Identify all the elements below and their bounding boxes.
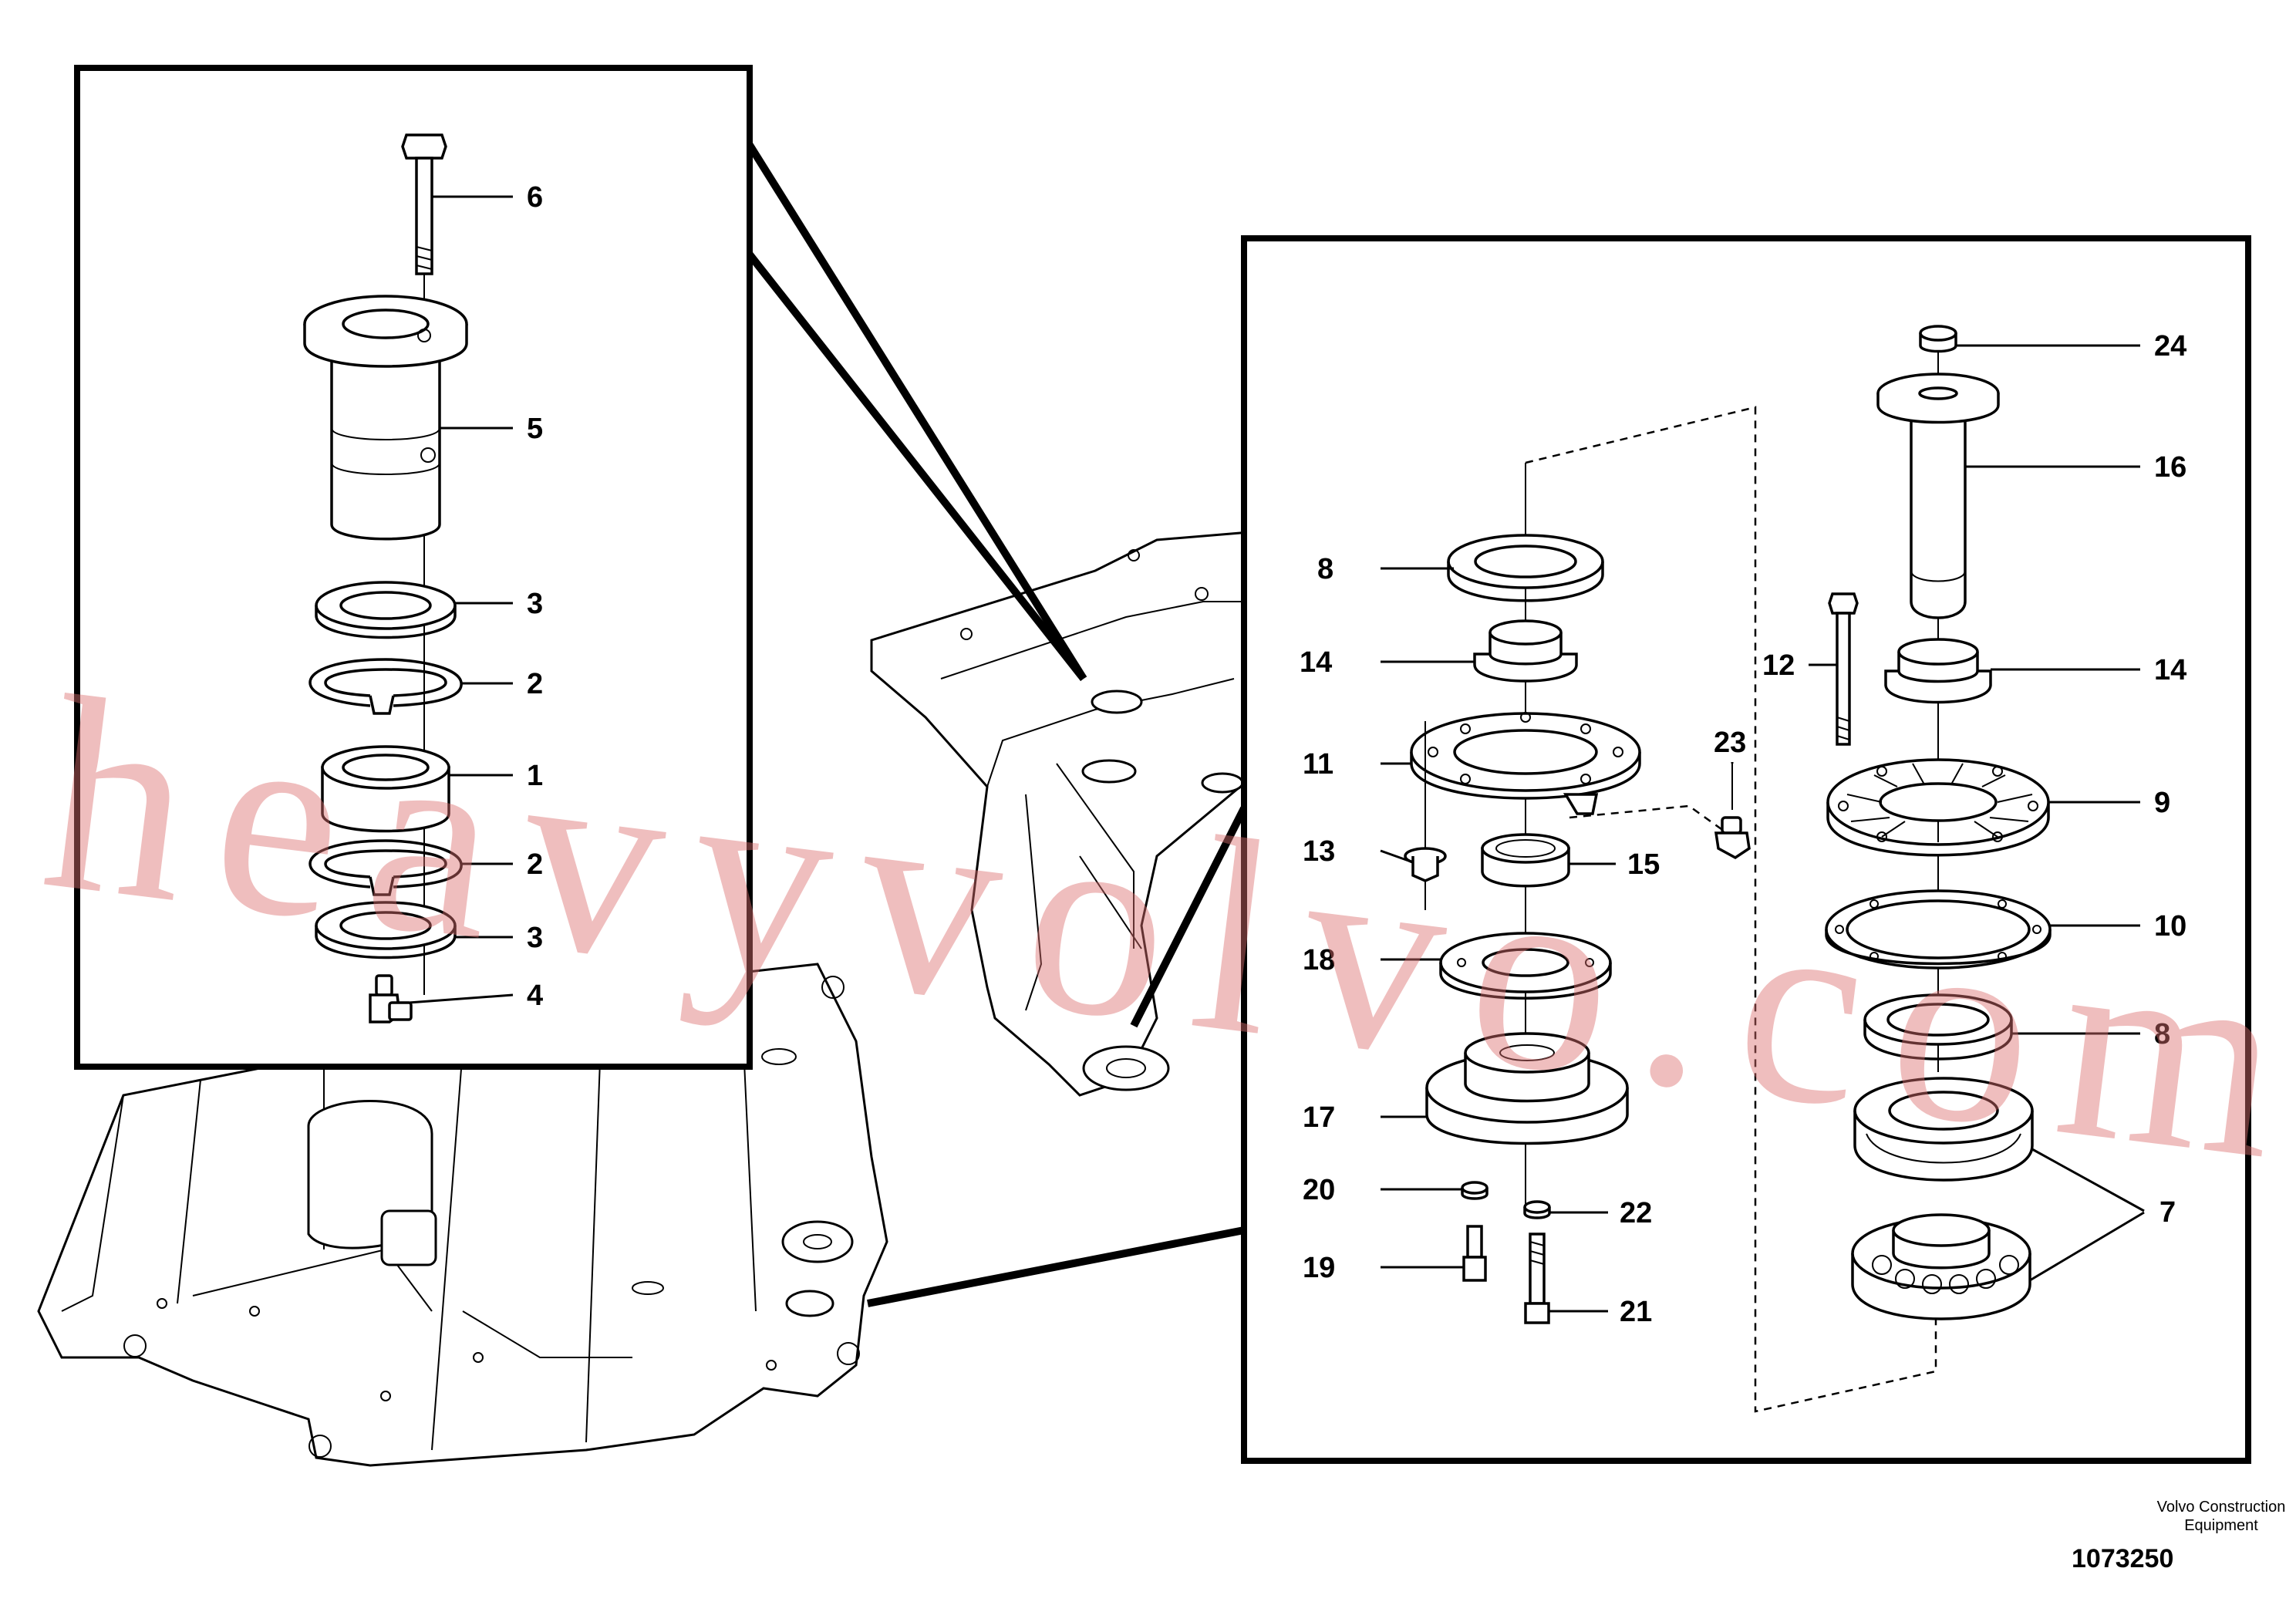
callout-18: 18 xyxy=(1303,944,1335,976)
right-detail-pointer xyxy=(867,806,1248,1307)
bolt-19 xyxy=(1462,1225,1487,1282)
callout-13: 13 xyxy=(1303,835,1335,868)
bearing-7-lower xyxy=(1851,1213,2031,1320)
seal-ring-3-lower xyxy=(315,901,457,959)
callout-11: 11 xyxy=(1303,748,1333,781)
callout-22: 22 xyxy=(1620,1197,1652,1229)
bolt-21 xyxy=(1524,1233,1550,1324)
callout-15: 15 xyxy=(1627,848,1660,881)
callout-14-left: 14 xyxy=(1300,646,1332,679)
callout-23: 23 xyxy=(1714,727,1746,759)
left-detail-pointer xyxy=(746,143,1087,682)
seal-8-left xyxy=(1447,534,1604,602)
left-callout-labels: 6 5 3 2 1 2 3 4 xyxy=(527,181,543,1012)
bushing-15 xyxy=(1481,833,1570,888)
callout-19: 19 xyxy=(1303,1252,1335,1284)
nut-13 xyxy=(1404,721,1447,910)
left-detail-box xyxy=(74,65,753,1070)
callout-12: 12 xyxy=(1762,649,1795,682)
bolt-12 xyxy=(1828,592,1859,746)
grease-fitting-4 xyxy=(369,974,413,1023)
gasket-10 xyxy=(1825,889,2052,969)
housing-17 xyxy=(1425,1032,1629,1145)
grease-nipple-23 xyxy=(1714,762,1751,860)
seal-8-right xyxy=(1863,993,2013,1061)
callout-3-upper: 3 xyxy=(527,588,543,620)
washer-20 xyxy=(1461,1181,1489,1200)
callout-21: 21 xyxy=(1620,1296,1652,1328)
bearing-race-14-left xyxy=(1473,619,1578,683)
right-callout-labels: 24 16 8 14 12 14 11 23 9 13 15 10 18 8 1… xyxy=(1300,330,2186,1328)
callout-4: 4 xyxy=(527,980,543,1012)
callout-14-right: 14 xyxy=(2154,654,2186,686)
drawing-number: 1073250 xyxy=(2072,1544,2174,1573)
callout-8-right: 8 xyxy=(2154,1018,2170,1050)
pin-bushing-16 xyxy=(1876,373,2000,619)
right-leader-lines xyxy=(1380,344,2145,1313)
washer-22 xyxy=(1523,1200,1551,1219)
brand-line-1: Volvo Construction xyxy=(2156,1499,2286,1516)
seal-ring-3-upper xyxy=(315,581,457,639)
callout-2-lower: 2 xyxy=(527,848,543,881)
callout-8-left: 8 xyxy=(1317,553,1333,585)
callout-3-lower: 3 xyxy=(527,922,543,954)
brand-line-2: Equipment xyxy=(2184,1517,2258,1534)
callout-24: 24 xyxy=(2154,330,2186,363)
flange-9 xyxy=(1826,758,2050,857)
bearing-7-upper xyxy=(1853,1077,2034,1182)
plate-18 xyxy=(1439,932,1612,1000)
circlip-2-lower xyxy=(308,839,463,896)
bearing-race-14-right xyxy=(1884,638,1992,704)
callout-20: 20 xyxy=(1303,1174,1335,1206)
callout-6: 6 xyxy=(527,181,543,214)
callout-10: 10 xyxy=(2154,910,2186,943)
plug-24 xyxy=(1919,325,1957,353)
left-leader-lines xyxy=(408,195,514,1004)
bushing-5 xyxy=(303,295,468,541)
callout-7: 7 xyxy=(2159,1196,2176,1229)
callout-2-upper: 2 xyxy=(527,668,543,700)
callout-5: 5 xyxy=(527,413,543,445)
bearing-1 xyxy=(321,745,450,833)
callout-16: 16 xyxy=(2154,451,2186,484)
bolt-6 xyxy=(401,133,447,275)
left-detail-parts xyxy=(303,133,468,1023)
footer-brand: Volvo Construction Equipment xyxy=(2082,1498,2296,1535)
frame-assembly-background xyxy=(37,515,1360,1467)
callout-1: 1 xyxy=(527,760,543,792)
callout-17: 17 xyxy=(1303,1101,1335,1134)
flange-11 xyxy=(1410,712,1641,815)
callout-9: 9 xyxy=(2154,787,2170,819)
right-detail-parts xyxy=(1404,325,2052,1413)
circlip-2-upper xyxy=(308,658,463,715)
